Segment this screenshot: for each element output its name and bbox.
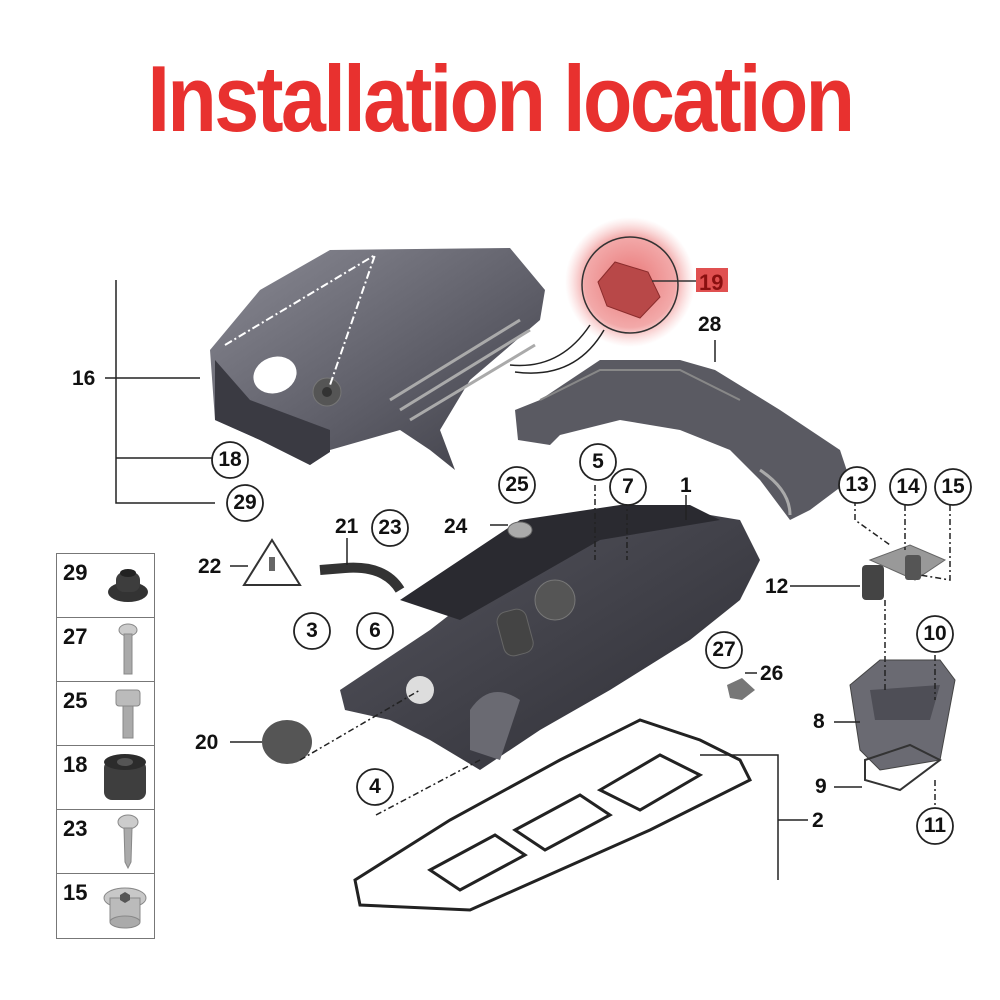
- callout-4: 4: [369, 775, 381, 798]
- rubber-bushing-icon: [104, 754, 146, 800]
- timing-cover-part-28: [515, 340, 850, 520]
- oil-separator-part-8: [849, 659, 956, 792]
- hex-bolt-icon: [115, 689, 141, 739]
- plug-part-26: [727, 678, 755, 700]
- self-tapping-screw-icon: [117, 814, 139, 870]
- rubber-grommet-icon: [108, 569, 148, 602]
- callout-1: 1: [680, 474, 692, 497]
- callout-28: 28: [698, 313, 722, 336]
- callout-12: 12: [765, 575, 789, 598]
- callout-6: 6: [369, 619, 381, 642]
- hex-socket-plug-icon: [103, 887, 147, 929]
- callout-20: 20: [195, 731, 219, 754]
- callout-15: 15: [941, 475, 965, 498]
- callout-23: 23: [378, 516, 402, 539]
- callout-8: 8: [813, 710, 825, 733]
- engine-cover-part: [210, 248, 545, 470]
- callout-3: 3: [306, 619, 318, 642]
- callout-18: 18: [218, 448, 242, 471]
- cap-part-20: [262, 720, 312, 764]
- fastener-legend: 29 27 25 18 23 15: [56, 553, 155, 939]
- warning-triangle-icon: [242, 538, 302, 586]
- round-head-screw-icon: [118, 623, 138, 675]
- callout-7: 7: [622, 475, 634, 498]
- callout-5: 5: [592, 450, 604, 473]
- callout-10: 10: [923, 622, 947, 645]
- callout-14: 14: [896, 475, 920, 498]
- callout-11: 11: [923, 814, 947, 837]
- page-title: Installation location: [147, 46, 855, 151]
- legend-item: 29: [57, 554, 154, 618]
- highlight-part-19: [509, 217, 728, 374]
- callout-9: 9: [815, 775, 827, 798]
- legend-item: 15: [57, 874, 154, 938]
- callout-25: 25: [505, 473, 529, 496]
- washer-part-25: [507, 521, 533, 539]
- callout-19: 19: [699, 270, 723, 295]
- callout-21: 21: [335, 515, 359, 538]
- callout-26: 26: [760, 662, 784, 685]
- sensor-bracket-part: [862, 544, 947, 600]
- valve-cover-part-1: [340, 505, 760, 770]
- legend-item: 23: [57, 810, 154, 874]
- callout-16: 16: [72, 367, 96, 390]
- hose-part-21: [319, 562, 405, 593]
- gasket-part-2: [353, 718, 753, 912]
- legend-item: 27: [57, 618, 154, 682]
- callout-27: 27: [712, 638, 736, 661]
- callout-13: 13: [845, 473, 869, 496]
- callout-22: 22: [198, 555, 222, 578]
- legend-item: 25: [57, 682, 154, 746]
- legend-item: 18: [57, 746, 154, 810]
- callout-2: 2: [812, 809, 824, 832]
- callout-29: 29: [233, 491, 257, 514]
- callout-24: 24: [444, 515, 468, 538]
